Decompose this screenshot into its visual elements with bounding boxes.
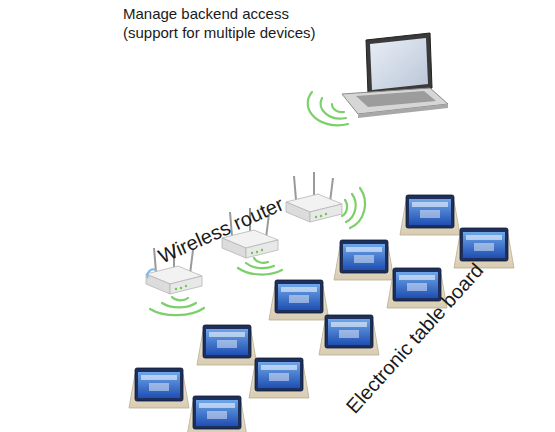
wireless-waves — [308, 92, 348, 125]
device-caption: Manage backend access (support for multi… — [123, 5, 333, 43]
laptop-icon — [342, 33, 448, 118]
router-caption: Wireless router — [138, 185, 303, 277]
table-board-icon — [129, 195, 514, 432]
signal-mark — [147, 269, 156, 278]
board-caption: Electronic table board — [329, 245, 501, 432]
